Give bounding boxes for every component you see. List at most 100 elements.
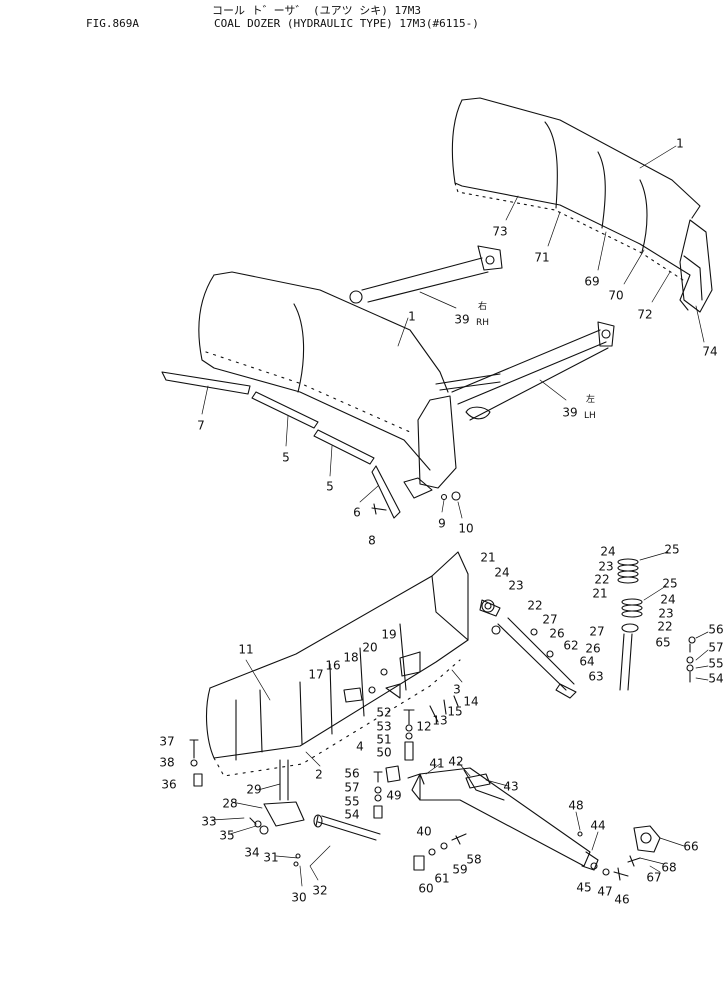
callout-6: 6 — [353, 506, 361, 520]
callout-39: 39 — [454, 313, 469, 327]
spring-stack-upper — [617, 558, 639, 584]
push-arm-rh — [349, 245, 503, 304]
callout-59: 59 — [452, 863, 467, 877]
callout-43: 43 — [503, 780, 518, 794]
lower-blade-assembly — [198, 271, 457, 499]
callout-23: 23 — [658, 607, 673, 621]
lower-blade-corner-bit — [403, 477, 433, 499]
callout-28: 28 — [222, 797, 237, 811]
cutting-edge-pieces — [161, 371, 461, 519]
callout-55: 55 — [344, 795, 359, 809]
upper-blade-cutting-edge — [454, 182, 687, 283]
callout-3: 3 — [453, 683, 461, 697]
callout-10: 10 — [458, 522, 473, 536]
diagram-title: COAL DOZER (HYDRAULIC TYPE) 17M3(#6115-) — [214, 17, 479, 30]
callout-19: 19 — [381, 628, 396, 642]
callout-57: 57 — [344, 781, 359, 795]
callout-47: 47 — [597, 885, 612, 899]
callout-72: 72 — [637, 308, 652, 322]
lh-jp-mark: 左 — [586, 393, 595, 405]
callout-56: 56 — [708, 623, 723, 637]
center-hardware — [343, 668, 459, 819]
japanese-title: コール ト゛ーサ゛ (ユアツ シキ) 17M3 — [212, 4, 422, 17]
callout-25: 25 — [662, 577, 677, 591]
callout-39: 39 — [562, 406, 577, 420]
callout-68: 68 — [661, 861, 676, 875]
callout-50: 50 — [376, 746, 391, 760]
callout-36: 36 — [161, 778, 176, 792]
callout-38: 38 — [159, 756, 174, 770]
callout-27: 27 — [589, 625, 604, 639]
callout-67: 67 — [646, 871, 661, 885]
callout-27: 27 — [542, 613, 557, 627]
callout-73: 73 — [492, 225, 507, 239]
callout-61: 61 — [434, 872, 449, 886]
callout-24: 24 — [494, 566, 509, 580]
trunnion-bracket-66 — [633, 825, 661, 853]
lh-mark: LH — [584, 411, 596, 421]
callout-54: 54 — [344, 808, 359, 822]
callout-26: 26 — [549, 627, 564, 641]
upper-blade-top-edge — [461, 97, 701, 219]
callout-24: 24 — [660, 593, 675, 607]
callout-51: 51 — [376, 733, 391, 747]
cutting-edge-7 — [161, 371, 251, 395]
callout-22: 22 — [594, 573, 609, 587]
callout-21: 21 — [480, 551, 495, 565]
callout-29: 29 — [246, 783, 261, 797]
callout-35: 35 — [219, 829, 234, 843]
callout-20: 20 — [362, 641, 377, 655]
lower-blade-cutting-edge — [205, 351, 411, 433]
callout-8: 8 — [368, 534, 376, 548]
callout-1: 1 — [408, 310, 416, 324]
callout-26: 26 — [585, 642, 600, 656]
callout-48: 48 — [568, 799, 583, 813]
callout-7: 7 — [197, 419, 205, 433]
callout-4: 4 — [356, 740, 364, 754]
callout-1: 1 — [676, 137, 684, 151]
callout-56: 56 — [344, 767, 359, 781]
callout-32: 32 — [312, 884, 327, 898]
callout-70: 70 — [608, 289, 623, 303]
small-hardware — [189, 739, 381, 867]
callout-71: 71 — [534, 251, 549, 265]
callout-16: 16 — [325, 659, 340, 673]
callout-63: 63 — [588, 670, 603, 684]
frame-assembly — [206, 551, 469, 777]
lower-blade-rib-1 — [293, 303, 305, 393]
end-bit-6 — [371, 465, 401, 519]
push-beam — [411, 767, 599, 871]
washer-9 — [440, 493, 448, 501]
tilt-cylinder — [479, 599, 577, 699]
callout-11: 11 — [238, 643, 253, 657]
side-marks: 右 RH 左 LH — [476, 300, 596, 421]
callout-58: 58 — [466, 853, 481, 867]
callout-49: 49 — [386, 789, 401, 803]
callout-2: 2 — [315, 768, 323, 782]
callout-23: 23 — [508, 579, 523, 593]
callout-13: 13 — [432, 714, 447, 728]
hardware-right-column — [686, 636, 696, 683]
callout-66: 66 — [683, 840, 698, 854]
callout-18: 18 — [343, 651, 358, 665]
nut-10 — [451, 491, 461, 501]
callout-15: 15 — [447, 705, 462, 719]
callout-24: 24 — [600, 545, 615, 559]
callout-64: 64 — [579, 655, 594, 669]
callout-14: 14 — [463, 695, 478, 709]
callout-30: 30 — [291, 891, 306, 905]
upper-blade-side-plate — [679, 219, 713, 313]
upper-blade-assembly — [451, 97, 713, 313]
callout-52: 52 — [376, 706, 391, 720]
rh-jp-mark: 右 — [478, 300, 487, 312]
lower-blade-side-plate — [417, 395, 457, 489]
callout-46: 46 — [614, 893, 629, 907]
callout-44: 44 — [590, 819, 605, 833]
bolts-45-47 — [590, 855, 641, 881]
callout-5: 5 — [326, 480, 334, 494]
lower-blade-top-edge — [213, 271, 449, 393]
leader-lines — [201, 145, 709, 887]
